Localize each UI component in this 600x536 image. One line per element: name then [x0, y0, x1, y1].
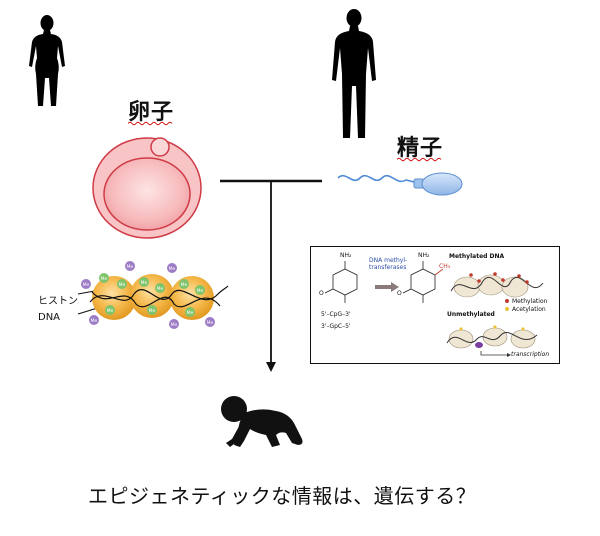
me-tag-label: Me: [127, 264, 134, 270]
me-tag-label: Me: [181, 282, 188, 288]
seq-bottom: 3'–GpC–5': [321, 323, 351, 330]
me-tag-label: Me: [169, 266, 176, 272]
transcription-label: transcription: [511, 351, 550, 358]
legend-methylation: Methylation: [512, 298, 548, 305]
me-purple-tags: [81, 261, 215, 329]
methylated-title: Methylated DNA: [449, 253, 505, 260]
me-tag-label: Me: [101, 276, 108, 282]
me-tag-label: Me: [107, 308, 114, 314]
unmethylated-title: Unmethylated: [447, 311, 495, 318]
nh2-right: NH₂: [418, 252, 430, 259]
me-tag-label: Me: [83, 282, 90, 288]
sperm-cell: [337, 172, 463, 196]
egg-label: 卵子: [128, 100, 175, 125]
o-right: O: [397, 290, 402, 297]
o-left: O: [319, 290, 324, 297]
unmethylated-nucleosomes: [446, 325, 538, 357]
enzyme-label: DNA methyl- transferases: [369, 257, 408, 271]
legend-acetylation: Acetylation: [512, 306, 546, 313]
me-tag-label: Me: [119, 282, 126, 288]
egg-label-squiggle: [128, 121, 173, 126]
man-silhouette-icon: [332, 9, 376, 138]
question-caption: エピジェネティックな情報は、遺伝する？: [88, 484, 477, 508]
woman-silhouette-icon: [29, 15, 65, 106]
me-green-tags: [99, 273, 205, 317]
me-tag-label: Me: [91, 318, 98, 324]
egg-cell: [92, 137, 202, 239]
nh2-left: NH₂: [340, 252, 352, 259]
me-tag-label: Me: [197, 288, 204, 294]
me-tag-label: Me: [149, 308, 156, 314]
ch3-label: CH₃: [439, 263, 451, 270]
sperm-label-squiggle: [397, 157, 442, 162]
seq-top: 5'–CpG–3': [321, 311, 351, 318]
crawling-baby-icon: [221, 396, 303, 447]
histone-label: ヒストン: [38, 296, 78, 307]
me-tag-label: Me: [187, 310, 194, 316]
me-tag-label: Me: [157, 286, 164, 292]
dna-label: DNA: [38, 312, 61, 323]
methylated-nucleosomes: [450, 272, 544, 298]
dna-methylation-panel: DNA methyl- transferases NH₂ NH₂ CH₃ O O…: [310, 246, 560, 364]
sperm-label: 精子: [397, 136, 444, 161]
methylation-panel-art: [324, 261, 544, 357]
me-tag-label: Me: [141, 280, 148, 286]
me-tag-label: Me: [207, 320, 214, 326]
me-tag-label: Me: [171, 322, 178, 328]
